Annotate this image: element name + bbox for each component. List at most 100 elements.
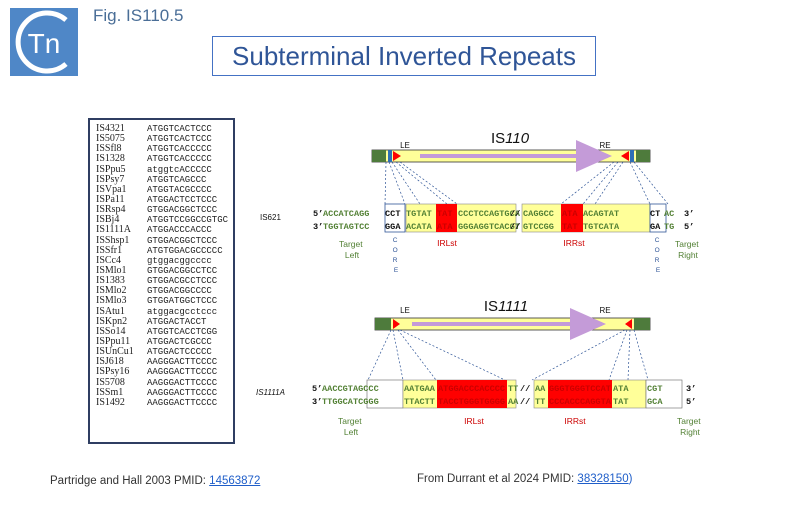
is-sequence: GTGGACGGCTCCC (147, 205, 218, 216)
is-name: ISMlo3 (96, 295, 127, 307)
is-name: ISVpa1 (96, 183, 127, 195)
is-name: ISUnCu1 (96, 346, 134, 358)
is-name: ISPa11 (96, 193, 125, 205)
is110-highlights (384, 203, 667, 233)
table-row: ISPsy16 AAGGGACTTCCCC (96, 366, 233, 378)
citation-right: From Durrant et al 2024 PMID: 38328150) (417, 473, 632, 485)
table-row: ISSfl8 ATGGTCACCCCC (96, 143, 233, 155)
is-sequence: AAGGGACTTCCCC (147, 367, 218, 378)
is-sequence: ATGGTCCGGCCGTGC (147, 215, 229, 226)
is1111a-label: IS1111A (256, 388, 285, 397)
table-row: ISUnCu1 ATGGACTCCCCC (96, 346, 233, 358)
is-sequence: ATGGACCCACCC (147, 225, 212, 236)
is-sequence: ATGGACTACCT (147, 316, 207, 327)
is-sequence: atggacgcctccc (147, 306, 218, 317)
is-name: ISCc4 (96, 254, 121, 266)
is-name: ISPpu5 (96, 163, 126, 175)
is110-le-triangle (393, 151, 401, 161)
table-row: IS5075 ATGGTCACTCCC (96, 133, 233, 145)
is-name: ISSo14 (96, 325, 126, 337)
table-row: ISJ618 AAGGGACTTCCCC (96, 356, 233, 368)
is-sequence: ATGGTCACCTCGG (147, 326, 218, 337)
is110-re-label: RE (599, 141, 610, 150)
table-row: ISPpu11 ATGGACTCGCCC (96, 335, 233, 347)
is-name: ISJ618 (96, 356, 124, 368)
is1111-irlst-label: IRLst (464, 416, 484, 426)
table-row: ISRsp4 GTGGACGGCTCCC (96, 204, 233, 216)
is-sequence: GTGGACGGCCCC (147, 286, 212, 297)
is-sequence: ATGGACTCCTCCC (147, 194, 218, 205)
is-name: ISMlo1 (96, 264, 127, 276)
is-name: ISRsp4 (96, 204, 126, 216)
is-sequence: AAGGGACTTCCCC (147, 377, 218, 388)
is1111-irrst-label: IRRst (564, 416, 586, 426)
is-sequence: ATGGTCAGCCC (147, 174, 207, 185)
is-sequence: gtggacggcccc (147, 255, 212, 266)
is-sequence: GTGGATGGCTCCC (147, 296, 218, 307)
table-row: ISCc4 gtggacggcccc (96, 254, 233, 266)
is110-core-right-label: C O R E (655, 237, 662, 274)
is-name: ISPsy16 (96, 366, 130, 378)
is-name: ISShsp1 (96, 234, 130, 246)
table-row: ISAtu1 atggacgcctccc (96, 305, 233, 317)
is1111-target-left: Target Left (338, 416, 364, 437)
is-sequence: ATGGTCACTCCC (147, 134, 212, 145)
table-row: IS4321 ATGGTCACTCCC (96, 123, 233, 134)
is-sequence: ATGGACTCGCCC (147, 336, 212, 347)
table-row: ISVpa1 ATGGTACGCCCC (96, 183, 233, 195)
is1111-bottom-strand: 3’ TTGGCATCGGG TTACTT TACCTGGGTGGGG AA /… (312, 397, 696, 407)
is110-top-strand: 5’ ACCATCAGG CCT TGTAT TAT CCCTCCAGTGCA … (313, 209, 694, 219)
is1111-le-triangle (393, 319, 400, 329)
citation-left-text: Partridge and Hall 2003 PMID: (50, 475, 210, 487)
pmid-link-right[interactable]: 38328150 (577, 473, 629, 485)
is110-bottom-strand: 3’ TGGTAGTCC GGA ACATA ATA GGGAGGTCACGT … (313, 222, 694, 232)
citation-right-text: From Durrant et al 2024 PMID: (417, 473, 578, 485)
is-name: ISPpu11 (96, 335, 131, 347)
is-name: ISSfr1 (96, 244, 123, 256)
is-name: IS5075 (96, 133, 125, 145)
is110-le-label: LE (400, 141, 410, 150)
is-name: ISPsy7 (96, 173, 125, 185)
figure-label: Fig. IS110.5 (93, 6, 184, 25)
is-sequence: ATGGTCACCCCC (147, 144, 212, 155)
is-sequence: AAGGGACTTCCCC (147, 397, 218, 408)
table-row: ISPsy7 ATGGTCAGCCC (96, 173, 233, 185)
is1111-top-strand: 5’ AACCGTAGCCC AATGAA ATGGACCCACCCC TT /… (312, 384, 696, 394)
is-name: ISSfl8 (96, 143, 122, 155)
is-sequence: AAGGGACTTCCCC (147, 357, 218, 368)
is110-element-bar (371, 140, 651, 172)
is-sequence: GTGGACGCCTCCC (147, 276, 218, 287)
is110-target-left: Target Left (339, 239, 365, 260)
is-name: ISAtu1 (96, 305, 125, 317)
is-name: IS4321 (96, 123, 125, 134)
pmid-link-left[interactable]: 14563872 (209, 475, 261, 487)
logo-text: Tn (28, 28, 61, 59)
table-row: IS1328 ATGGTCACCCCC (96, 153, 233, 165)
is-sequence: ATGGACTCCCCC (147, 347, 212, 358)
is-sequence: ATGGTCACCCCC (147, 154, 212, 165)
citation-left: Partridge and Hall 2003 PMID: 14563872 (50, 475, 260, 487)
is-sequence: ATGGTCACTCCC (147, 124, 212, 134)
table-row: ISKpn2 ATGGACTACCT (96, 315, 233, 327)
is-name: IS1328 (96, 153, 125, 165)
is110-irrst-label: IRRst (563, 238, 585, 248)
is1111-title: IS1111 (484, 298, 528, 315)
is1111-re-label: RE (599, 306, 610, 315)
is-name: IS1383 (96, 275, 125, 287)
page-title: Subterminal Inverted Repeats (232, 40, 576, 71)
is-name: ISBj4 (96, 214, 120, 226)
is-name: ISKpn2 (96, 315, 128, 327)
is110-target-right: Target Right (675, 239, 701, 260)
table-row: IS1383 GTGGACGCCTCCC (96, 275, 233, 287)
is-sequence: ATGGTACGCCCC (147, 184, 212, 195)
is110-re-triangle (621, 151, 629, 161)
citation-right-suffix: ) (628, 473, 633, 485)
